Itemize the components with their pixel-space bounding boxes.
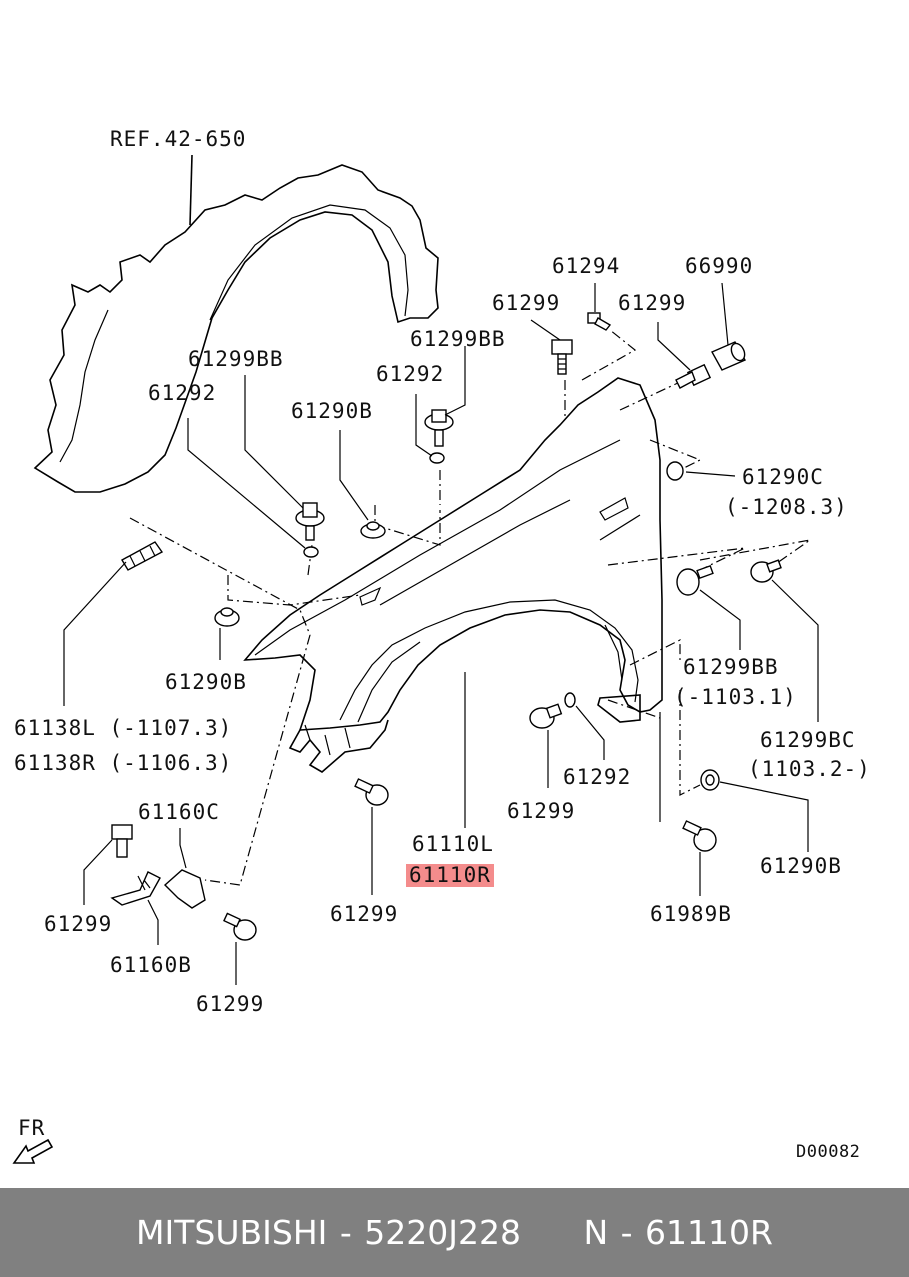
label-fr: FR (18, 1116, 46, 1140)
label-61299bb-left: 61299BB (188, 347, 284, 371)
wheelhouse-liner (33, 154, 439, 493)
label-61138r: 61138R (-1106.3) (14, 751, 233, 775)
label-61299-top: 61299 (492, 291, 561, 315)
label-61299bb-right: 61299BB (683, 655, 779, 679)
label-61290b-top: 61290B (291, 399, 373, 423)
washer-61292-left (303, 546, 319, 558)
bracket-61160c (163, 869, 206, 909)
bolt-61299-top (551, 339, 573, 375)
label-61299-right: 61299 (618, 291, 687, 315)
fasteners (110, 312, 782, 941)
footer-gap (521, 1213, 583, 1252)
footer-brand: MITSUBISHI (136, 1213, 328, 1252)
label-61299-left-bracket: 61299 (44, 912, 113, 936)
label-61110l: 61110L (412, 832, 494, 856)
grommet-61290b-top (360, 521, 386, 539)
washer-61292-right (564, 692, 576, 708)
leader-lines (63, 282, 819, 985)
washer-61292-top (429, 452, 445, 464)
label-66990: 66990 (685, 254, 754, 278)
footer-part-code: 61110R (645, 1213, 773, 1252)
footer-prefix: N (583, 1213, 609, 1252)
bolt-61989b (682, 820, 717, 852)
label-61290c-range: (-1208.3) (725, 495, 848, 519)
label-61160c: 61160C (138, 800, 220, 824)
screw-61294 (587, 312, 612, 331)
alignment-lines (129, 329, 811, 886)
bracket-61160b (110, 871, 161, 906)
label-61292-left: 61292 (148, 381, 217, 405)
label-61299-bottom: 61299 (330, 902, 399, 926)
moulding-61138 (121, 541, 164, 571)
footer-bar: MITSUBISHI - 5220J228 N - 61110R (0, 1188, 909, 1277)
clip-66990 (711, 341, 746, 371)
label-61110r-highlighted: 61110R (406, 864, 494, 887)
label-61290b-left: 61290B (165, 670, 247, 694)
label-61299bc: 61299BC (760, 728, 856, 752)
grommet-61290b-right (700, 769, 720, 791)
bolt-61299bb-left (295, 502, 325, 541)
label-61299bc-range: (1103.2-) (748, 757, 871, 781)
label-61160b: 61160B (110, 953, 192, 977)
label-61989b: 61989B (650, 902, 732, 926)
bolt-61299bb-top (424, 409, 454, 447)
label-61138l: 61138L (-1107.3) (14, 716, 233, 740)
label-61292-top: 61292 (376, 362, 445, 386)
bolt-61299-right (675, 363, 712, 389)
bolt-61299bb-right (676, 564, 714, 596)
label-61290b-right: 61290B (760, 854, 842, 878)
label-61299-mid: 61299 (507, 799, 576, 823)
label-ref-42-650: REF.42-650 (110, 127, 247, 151)
bolt-61299-lower (223, 912, 257, 941)
fender-panel (243, 377, 663, 773)
label-61290c: 61290C (742, 465, 824, 489)
label-61299-lower: 61299 (196, 992, 265, 1016)
label-61299bb-right-range: (-1103.1) (674, 685, 797, 709)
label-diagram-code: D00082 (796, 1142, 861, 1162)
grommet-61290c (666, 461, 684, 481)
label-61299bb-top: 61299BB (410, 327, 506, 351)
bolt-61299-mid (529, 703, 563, 729)
bolt-61299-bottom (354, 778, 389, 806)
footer-part-number: 5220J228 (364, 1213, 521, 1252)
label-61294: 61294 (552, 254, 621, 278)
footer-caption: MITSUBISHI - 5220J228 N - 61110R (0, 1188, 909, 1277)
grommet-61290b-left (214, 607, 240, 627)
parts-diagram (12, 154, 819, 1164)
bolt-61299-left-bracket (111, 824, 133, 858)
bolt-61299bc (750, 559, 782, 583)
front-arrow-icon (12, 1138, 54, 1164)
footer-separator-2: - (608, 1213, 646, 1252)
label-61292-right: 61292 (563, 765, 632, 789)
footer-separator: - (327, 1213, 365, 1252)
